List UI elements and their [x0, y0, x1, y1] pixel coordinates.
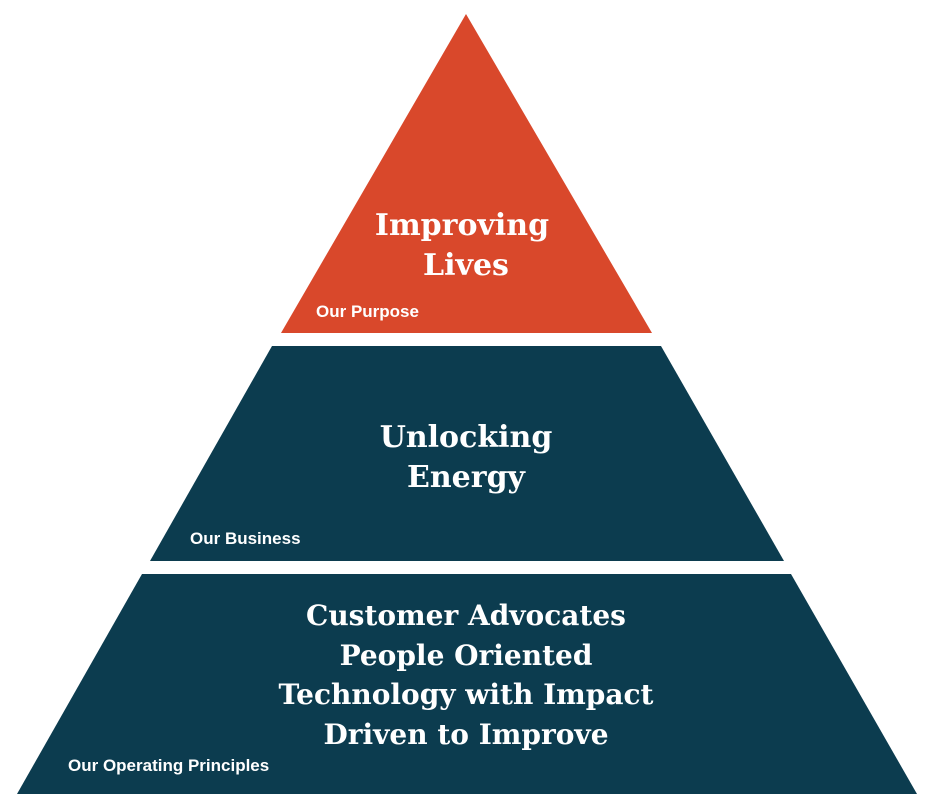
tier-purpose-caption: Our Purpose: [316, 302, 419, 321]
tier-business-title-line-2: Energy: [407, 460, 527, 495]
tier-principles-caption: Our Operating Principles: [68, 756, 269, 775]
tier-principles-line-2: People Oriented: [340, 639, 593, 672]
tier-purpose: Improving Lives Our Purpose: [281, 14, 652, 333]
tier-business-title-line-1: Unlocking: [380, 420, 553, 455]
tier-principles-line-3: Technology with Impact: [279, 678, 654, 711]
tier-business-shape: [150, 346, 784, 561]
tier-purpose-title-line-2: Lives: [423, 248, 509, 283]
tier-business: Unlocking Energy Our Business: [150, 346, 784, 561]
tier-purpose-title-line-1: Improving: [375, 208, 549, 243]
tier-purpose-shape: [281, 14, 652, 333]
tier-principles: Customer Advocates People Oriented Techn…: [17, 574, 917, 794]
tier-business-caption: Our Business: [190, 529, 301, 548]
tier-principles-shape: [17, 574, 917, 794]
tier-principles-line-1: Customer Advocates: [306, 599, 626, 632]
tier-principles-line-4: Driven to Improve: [323, 718, 608, 751]
